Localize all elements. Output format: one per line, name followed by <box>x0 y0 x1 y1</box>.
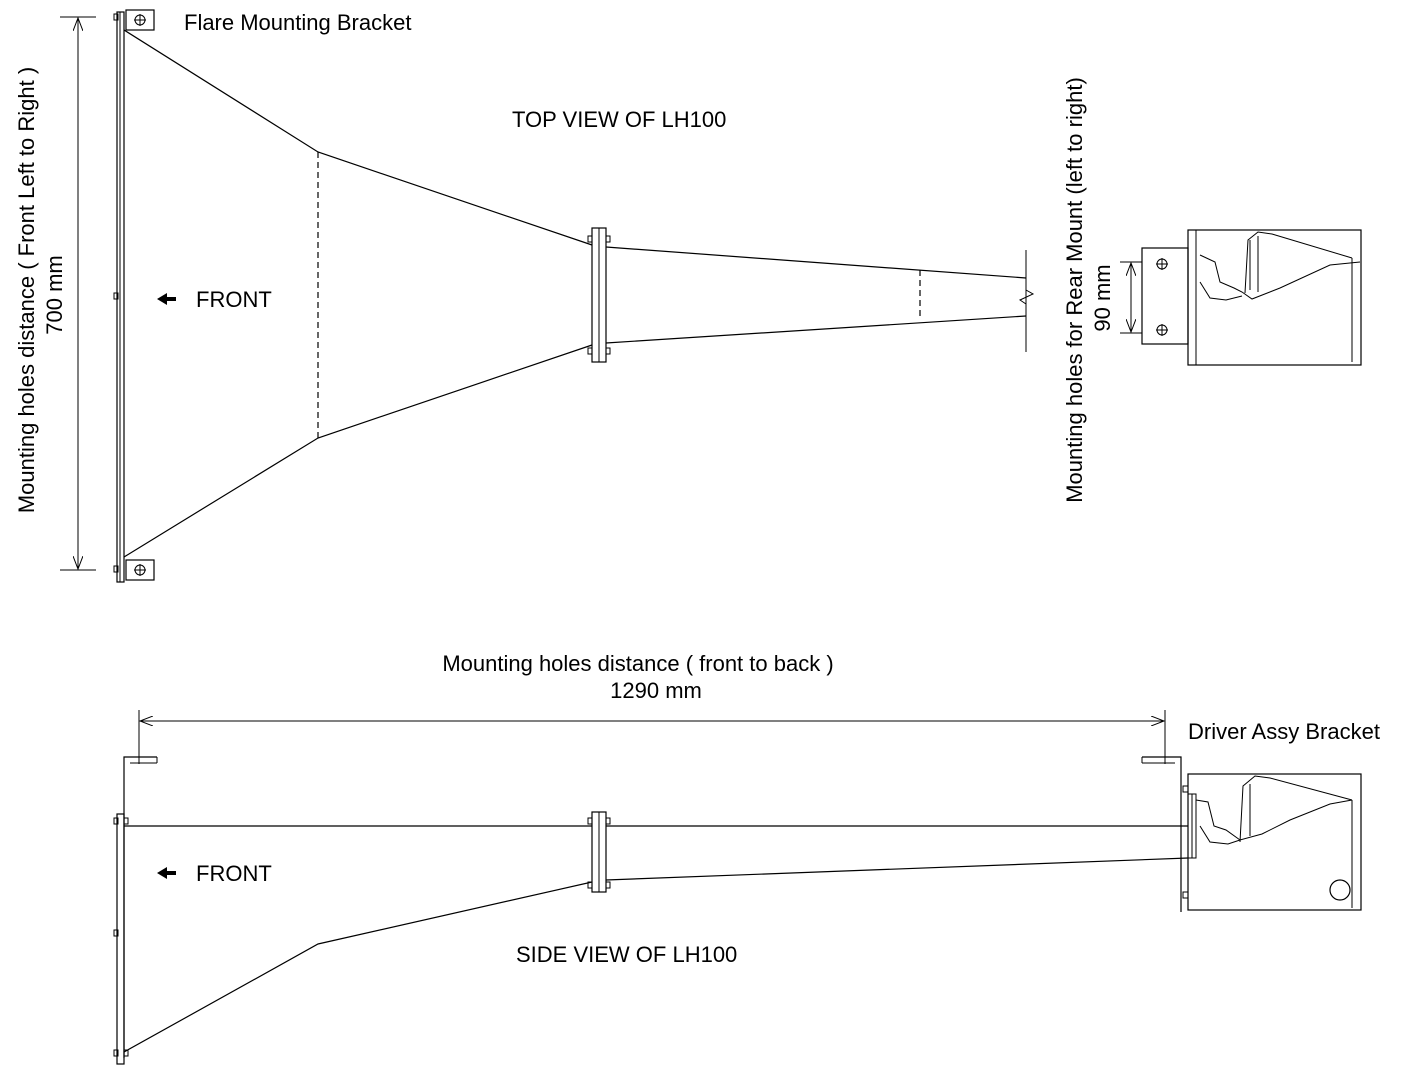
rear-mount-dimension-value: 90 mm <box>1090 264 1115 331</box>
mount-hole-icon <box>1156 324 1168 336</box>
dimension-front-to-back: Mounting holes distance ( front to back … <box>138 651 1166 764</box>
rear-mount-top: Mounting holes for Rear Mount (left to r… <box>1062 77 1362 503</box>
dimension-left-to-right-label: Mounting holes distance ( Front Left to … <box>14 67 39 513</box>
flare-front-plate <box>113 9 155 583</box>
top-view-title: TOP VIEW OF LH100 <box>512 107 726 132</box>
port-hole-icon <box>1329 879 1351 901</box>
dimension-left-to-right-value: 700 mm <box>42 255 67 334</box>
flange-top <box>587 227 611 363</box>
front-arrow-icon <box>157 867 176 879</box>
side-view: Mounting holes distance ( front to back … <box>113 651 1380 1065</box>
flare-bracket-label: Flare Mounting Bracket <box>184 10 411 35</box>
dimension-left-to-right: Mounting holes distance ( Front Left to … <box>14 16 96 571</box>
mount-hole-icon <box>1156 258 1168 270</box>
mount-hole-icon <box>134 564 146 576</box>
side-view-title: SIDE VIEW OF LH100 <box>516 942 737 967</box>
horn-outline-top <box>123 29 1035 558</box>
front-arrow-icon <box>157 293 176 305</box>
horn-outline-side <box>123 825 1189 1053</box>
top-view: Mounting holes distance ( Front Left to … <box>14 9 1362 583</box>
driver-bracket-label: Driver Assy Bracket <box>1188 719 1380 744</box>
dimension-front-to-back-label: Mounting holes distance ( front to back … <box>442 651 833 676</box>
flange-side <box>587 811 611 893</box>
mount-hole-icon <box>134 14 146 26</box>
front-label-side: FRONT <box>196 861 272 886</box>
rear-mount-dimension-label: Mounting holes for Rear Mount (left to r… <box>1062 77 1087 503</box>
front-label-top: FRONT <box>196 287 272 312</box>
dimension-front-to-back-value: 1290 mm <box>610 678 702 703</box>
flare-bracket-side <box>113 756 158 1065</box>
driver-assy-side: Driver Assy Bracket <box>1141 719 1380 912</box>
